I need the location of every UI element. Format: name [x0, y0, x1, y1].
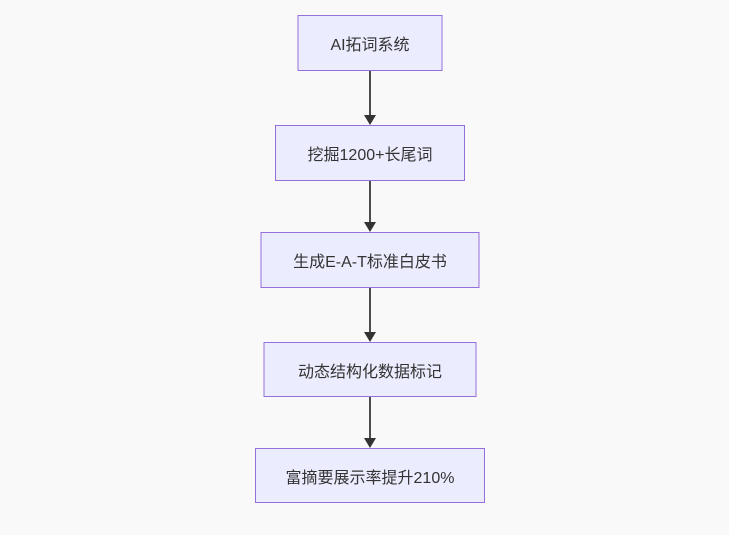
arrow-line [369, 288, 371, 335]
arrowhead-icon [364, 332, 376, 342]
flow-node-label: 挖掘1200+长尾词 [307, 147, 433, 164]
arrow-line [369, 181, 371, 225]
flow-node-ai-keyword-system: AI拓词系统 [297, 15, 443, 71]
flow-node-label: AI拓词系统 [330, 37, 410, 54]
flow-node-label: 动态结构化数据标记 [297, 363, 442, 381]
flow-node-eat-whitepaper: 生成E-A-T标准白皮书 [260, 232, 480, 288]
flow-arrow-3 [364, 288, 376, 342]
flow-arrow-4 [364, 397, 376, 448]
flow-arrow-1 [364, 71, 376, 125]
flow-arrow-2 [364, 181, 376, 232]
flow-node-label: 生成E-A-T标准白皮书 [293, 254, 447, 271]
flow-node-label: 富摘要展示率提升210% [285, 469, 455, 487]
arrowhead-icon [364, 222, 376, 232]
flow-node-rich-snippet-uplift: 富摘要展示率提升210% [255, 448, 485, 503]
arrowhead-icon [364, 115, 376, 125]
arrow-line [369, 397, 371, 441]
arrow-line [369, 71, 371, 118]
flow-node-structured-data-markup: 动态结构化数据标记 [263, 342, 477, 397]
flow-node-longtail-mining: 挖掘1200+长尾词 [275, 125, 465, 181]
arrowhead-icon [364, 438, 376, 448]
